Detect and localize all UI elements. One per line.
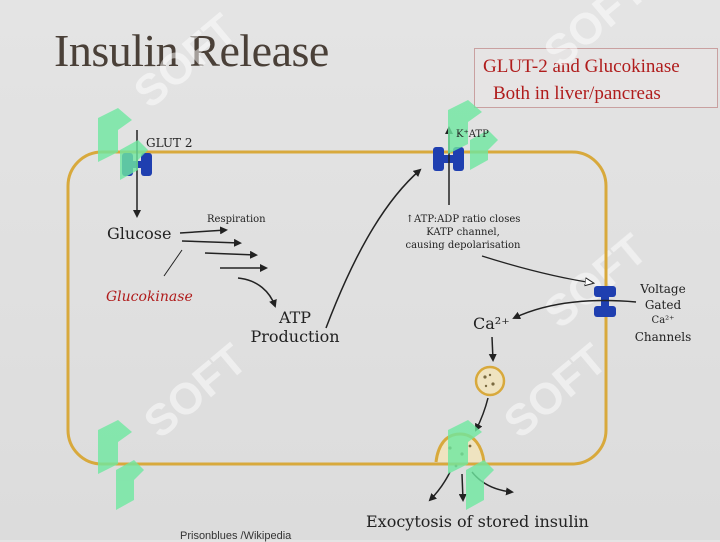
callout-line-1: GLUT-2 and Glucokinase xyxy=(483,56,680,77)
voltage-line-4: Channels xyxy=(634,330,692,344)
svg-text:SOFT: SOFT xyxy=(495,335,616,448)
svg-text:SOFT: SOFT xyxy=(125,5,246,118)
image-credit: Prisonblues /Wikipedia xyxy=(180,530,292,542)
watermark-logo-icon xyxy=(98,100,498,510)
ratio-line-3: causing depolarisation xyxy=(405,240,521,251)
atp-line-1: ATP xyxy=(278,308,312,327)
voltage-line-1: Voltage xyxy=(640,282,686,296)
svg-text:SOFT: SOFT xyxy=(535,0,656,78)
glut2-label: GLUT 2 xyxy=(146,136,193,150)
ratio-line-2: KATP channel, xyxy=(426,227,500,238)
calcium-label: Ca²⁺ xyxy=(473,314,510,333)
slide-title: Insulin Release xyxy=(54,25,329,76)
ratio-label: ↑ATP:ADP ratio closes KATP channel, caus… xyxy=(403,213,523,252)
callout-box: GLUT-2 and Glucokinase Both in liver/pan… xyxy=(474,48,718,108)
glucose-label: Glucose xyxy=(107,224,172,243)
voltage-line-3: Ca²⁺ xyxy=(651,315,675,326)
glucokinase-pointer xyxy=(163,249,183,277)
respiration-arrows xyxy=(179,226,277,308)
respiration-label: Respiration xyxy=(207,214,266,225)
depolarisation-arrow xyxy=(481,255,593,283)
calcium-to-vesicle-arrow xyxy=(488,336,497,362)
watermark: SOFT SOFT SOFT SOFT SOFT xyxy=(125,0,656,448)
exocytosis-label: Exocytosis of stored insulin xyxy=(366,512,589,531)
glucokinase-label: Glucokinase xyxy=(106,289,193,305)
atp-production-label: ATP Production xyxy=(249,308,341,346)
voltage-line-2: Gated xyxy=(644,298,682,312)
katp-label: K⁺ATP xyxy=(456,129,489,140)
svg-text:SOFT: SOFT xyxy=(135,335,256,448)
callout-line-2: Both in liver/pancreas xyxy=(493,83,661,104)
atp-line-2: Production xyxy=(250,327,340,346)
atp-to-katp-arrow xyxy=(325,168,422,329)
vesicle-to-membrane-arrow xyxy=(475,397,489,432)
calcium-influx-arrow xyxy=(512,299,637,320)
calcium-channel-icon xyxy=(594,286,616,317)
insulin-vesicle-icon xyxy=(474,365,506,397)
ratio-line-1: ↑ATP:ADP ratio closes xyxy=(405,214,521,225)
voltage-gated-label: Voltage Gated Ca²⁺ Channels xyxy=(628,281,698,345)
